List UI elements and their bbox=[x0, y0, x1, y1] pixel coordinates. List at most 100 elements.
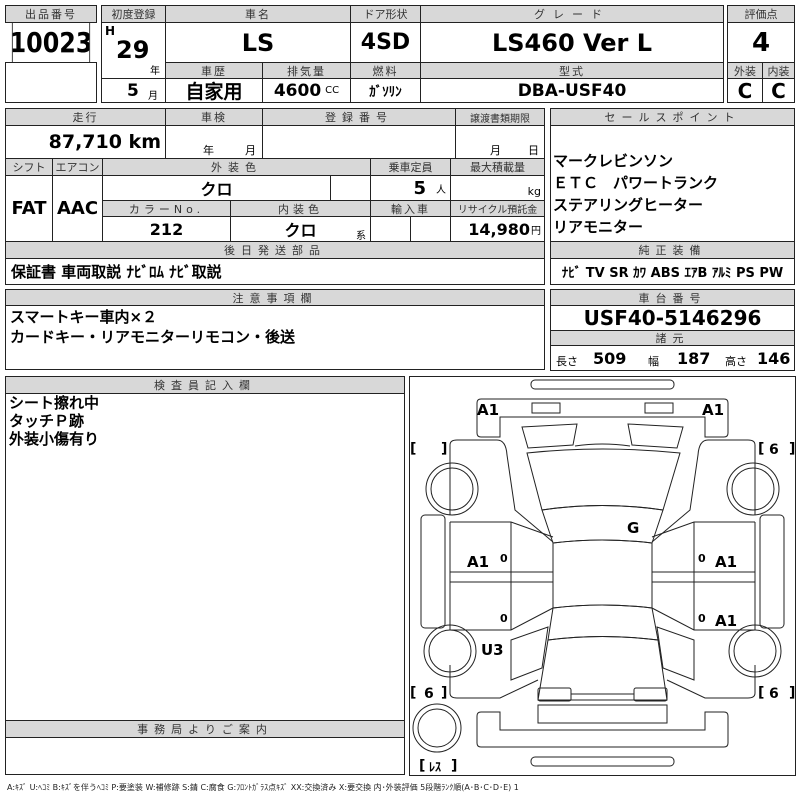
sales-points-label: セールスポイント bbox=[550, 108, 795, 126]
office-label: 事務局よりご案内 bbox=[5, 720, 405, 738]
color-no-label: カラーNo. bbox=[102, 200, 231, 217]
grade-label: グレード bbox=[420, 5, 724, 23]
first-reg-label: 初度登録 bbox=[101, 5, 166, 23]
sales-point: マークレビンソン bbox=[553, 152, 674, 170]
car-diagram: A1 A1 G A1 A1 A1 U3 0 0 0 0 [] [] 6 [] 6… bbox=[410, 379, 795, 774]
color-no: 212 bbox=[102, 216, 231, 242]
shift: FAT bbox=[5, 175, 53, 242]
tire-icons bbox=[412, 462, 782, 753]
sales-point: リアモニター bbox=[553, 218, 644, 236]
left-quarter bbox=[449, 626, 549, 699]
displacement-unit: CC bbox=[325, 85, 340, 96]
car-name: LS bbox=[165, 22, 351, 63]
notes-box bbox=[5, 305, 545, 370]
bracket-close: ] bbox=[441, 685, 447, 701]
hood bbox=[526, 448, 681, 511]
inspector-label: 検査員記入欄 bbox=[5, 376, 405, 394]
bracket-open: [ bbox=[410, 685, 416, 701]
rear-bumper bbox=[476, 711, 729, 748]
right-doors bbox=[651, 521, 756, 631]
zero-mark: 0 bbox=[698, 612, 706, 625]
import-cell-1 bbox=[370, 216, 411, 242]
ext-color-extra bbox=[330, 175, 371, 201]
displacement-label: 排気量 bbox=[262, 62, 351, 79]
inspector-line: 外装小傷有り bbox=[9, 430, 100, 448]
model-code: DBA-USF40 bbox=[420, 78, 724, 103]
capacity-unit: 人 bbox=[436, 184, 446, 196]
history: 自家用 bbox=[165, 78, 263, 103]
equipment-label: 純正装備 bbox=[550, 241, 795, 259]
fuel: ｶﾞｿﾘﾝ bbox=[350, 78, 421, 103]
ext-color: クロ bbox=[102, 175, 331, 201]
height: 146 bbox=[757, 349, 791, 368]
left-sill bbox=[420, 514, 446, 629]
recycle-fee: 14,980 bbox=[468, 219, 530, 239]
trunk bbox=[537, 636, 668, 701]
reg-no bbox=[262, 125, 456, 159]
equipment: ﾅﾋﾞ TV SR ｶﾜ ABS ｴｱB ｱﾙﾐ PS PW bbox=[550, 258, 795, 285]
bracket-open: [ bbox=[419, 758, 425, 774]
ext-score: C bbox=[727, 78, 763, 103]
mark-right-front-door: A1 bbox=[715, 553, 737, 571]
inspector-line: シート擦れ中 bbox=[9, 394, 100, 412]
mark-left-rear-fender: U3 bbox=[481, 641, 504, 659]
sales-point: ＥＴＣ パワートランク bbox=[553, 174, 719, 192]
mark-left-front-door: A1 bbox=[467, 553, 489, 571]
capacity: 5 bbox=[413, 177, 426, 199]
history-label: 車歴 bbox=[165, 62, 263, 79]
left-doors bbox=[449, 521, 554, 631]
specs-box bbox=[550, 345, 795, 371]
sales-points-list: マークレビンソン ＥＴＣ パワートランク ステアリングヒーター リアモニター bbox=[553, 150, 718, 238]
int-color-label: 内装色 bbox=[230, 200, 371, 217]
import-cell-2 bbox=[410, 216, 451, 242]
right-sill bbox=[759, 514, 785, 629]
mark-right-rear-door: A1 bbox=[715, 612, 737, 630]
inspection-month-unit: 月 bbox=[245, 144, 256, 157]
ac: AAC bbox=[52, 175, 103, 242]
bracket-close: ] bbox=[451, 758, 457, 774]
zero-mark: 0 bbox=[698, 552, 706, 565]
taillight-left bbox=[537, 687, 572, 702]
year-unit: 年 bbox=[150, 66, 160, 77]
height-label: 高さ bbox=[725, 355, 747, 368]
specs-label: 諸元 bbox=[550, 330, 795, 346]
bracket-open: [ bbox=[758, 441, 764, 457]
reg-month: 5 bbox=[127, 81, 139, 101]
car-name-label: 車名 bbox=[165, 5, 351, 23]
rear-bar bbox=[530, 756, 675, 767]
tire-fr-depth: 6 bbox=[769, 442, 779, 458]
lot-number: 10023 bbox=[11, 22, 91, 63]
spare-tire-status: ﾚｽ bbox=[429, 760, 441, 774]
front-panel bbox=[521, 423, 684, 449]
month-unit: 月 bbox=[148, 91, 158, 102]
later-parts-label: 後日発送部品 bbox=[5, 241, 545, 259]
int-score-label: 内装 bbox=[762, 62, 795, 79]
width: 187 bbox=[677, 349, 711, 368]
rear-panel bbox=[537, 693, 668, 724]
score: 4 bbox=[727, 22, 795, 63]
length: 509 bbox=[593, 349, 627, 368]
import-label: 輸入車 bbox=[370, 200, 451, 217]
mileage: 87,710 km bbox=[5, 125, 166, 159]
notes-label: 注意事項欄 bbox=[5, 289, 545, 306]
bracket-open: [ bbox=[410, 441, 416, 457]
roof bbox=[552, 539, 653, 609]
door-type: 4SD bbox=[350, 22, 421, 63]
legend: A:ｷｽﾞ U:ﾍｺﾐ B:ｷｽﾞを伴うﾍｺﾐ P:要塗装 W:補修跡 S:錆 … bbox=[7, 783, 519, 792]
lot-label: 出品番号 bbox=[5, 5, 97, 23]
headlight-right bbox=[644, 402, 674, 414]
bracket-close: ] bbox=[789, 441, 795, 457]
bracket-close: ] bbox=[441, 441, 447, 457]
mark-front-left: A1 bbox=[477, 401, 499, 419]
max-load-unit: kg bbox=[450, 175, 545, 201]
mark-front-right: A1 bbox=[702, 401, 724, 419]
damage-diagram-box bbox=[409, 376, 796, 776]
recycle-label: リサイクル預託金 bbox=[450, 200, 545, 217]
shift-label: シフト bbox=[5, 158, 53, 176]
bracket-open: [ bbox=[758, 685, 764, 701]
era: H bbox=[105, 24, 116, 38]
max-load-label: 最大積載量 bbox=[450, 158, 545, 176]
taillight-right bbox=[633, 687, 668, 702]
